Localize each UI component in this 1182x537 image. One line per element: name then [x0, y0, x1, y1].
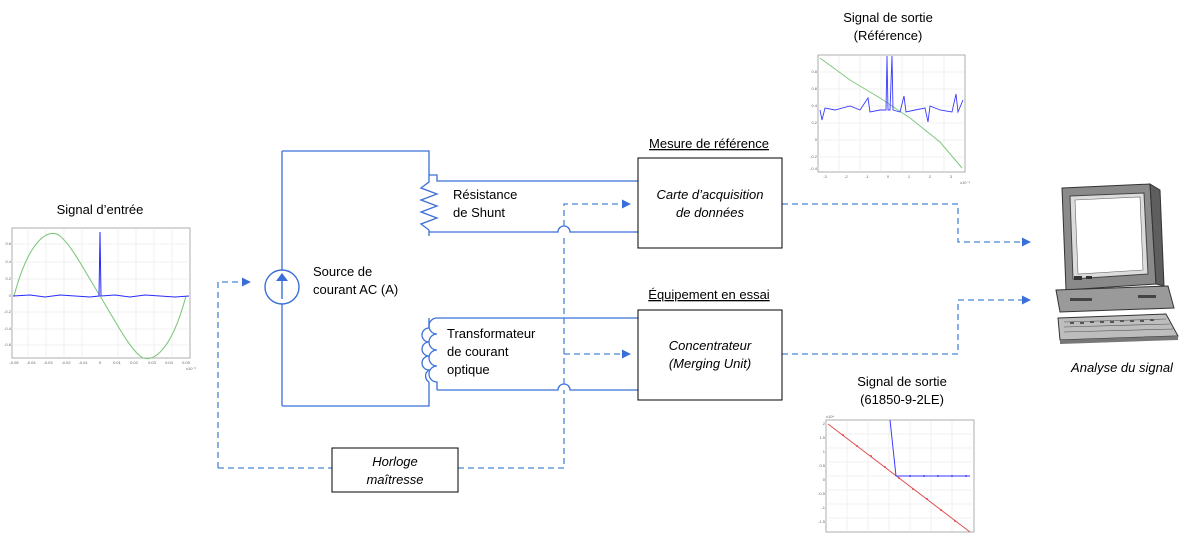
svg-text:2: 2 [823, 421, 826, 426]
shunt-label-line2: de Shunt [453, 205, 505, 220]
svg-text:0.01: 0.01 [113, 360, 122, 365]
svg-text:-1: -1 [865, 174, 869, 179]
svg-text:0.04: 0.04 [165, 360, 174, 365]
svg-text:0: 0 [9, 293, 12, 298]
input-signal-plot: 0.6 0.4 0.2 0 -0.2 -0.4 -0.6 -0.05 -0.04… [4, 227, 197, 371]
svg-text:-3: -3 [823, 174, 827, 179]
svg-text:-1.5: -1.5 [818, 519, 826, 524]
merging-unit-box [637, 309, 783, 401]
resistor-icon [419, 175, 439, 231]
master-clock-label-line2: maîtresse [366, 472, 423, 487]
svg-text:0.6: 0.6 [811, 86, 817, 91]
shunt-label-line1: Résistance [453, 187, 517, 202]
svg-text:-0.6: -0.6 [4, 342, 12, 347]
transformer-label-line2: de courant [447, 344, 509, 359]
dut-header: Équipement en essai [648, 287, 770, 302]
svg-text:0.6: 0.6 [5, 241, 11, 246]
svg-text:-0.04: -0.04 [26, 360, 36, 365]
svg-text:3: 3 [950, 174, 953, 179]
svg-text:-0.02: -0.02 [61, 360, 71, 365]
svg-text:0: 0 [823, 477, 826, 482]
source-label-line1: Source de [313, 264, 372, 279]
svg-text:0: 0 [815, 137, 818, 142]
svg-text:0.4: 0.4 [5, 259, 11, 264]
svg-text:0.5: 0.5 [819, 463, 825, 468]
svg-text:-1: -1 [821, 505, 825, 510]
svg-text:1: 1 [823, 449, 826, 454]
svg-text:0: 0 [887, 174, 890, 179]
computer-icon [1055, 183, 1179, 344]
merging-unit-label-line1: Concentrateur [669, 338, 752, 353]
svg-text:1: 1 [908, 174, 911, 179]
svg-text:-0.5: -0.5 [818, 491, 826, 496]
output-ref-title-line2: (Référence) [854, 28, 923, 43]
transformer-label-line1: Transformateur [447, 326, 536, 341]
input-signal-title: Signal d’entrée [57, 202, 144, 217]
svg-text:x10⁻⁴: x10⁻⁴ [960, 180, 971, 185]
master-clock-label-line1: Horloge [372, 454, 418, 469]
reference-header: Mesure de référence [649, 136, 769, 151]
svg-text:0.05: 0.05 [182, 360, 191, 365]
svg-text:0.03: 0.03 [148, 360, 157, 365]
acquisition-card-label-line1: Carte d’acquisition [657, 187, 764, 202]
master-clock-box [331, 447, 459, 493]
output-le-title-line2: (61850-9-2LE) [860, 392, 944, 407]
svg-text:x10⁴: x10⁴ [826, 414, 834, 419]
svg-text:x10⁻³: x10⁻³ [186, 366, 197, 371]
merging-unit-label-line2: (Merging Unit) [669, 356, 751, 371]
svg-text:-0.4: -0.4 [4, 326, 12, 331]
svg-text:-0.05: -0.05 [9, 360, 19, 365]
svg-text:-0.4: -0.4 [810, 166, 818, 171]
svg-text:-0.2: -0.2 [810, 154, 818, 159]
acquisition-card-label-line2: de données [676, 205, 744, 220]
sync-lines [217, 199, 1031, 469]
output-reference-plot: 0.8 0.6 0.4 0.2 0 -0.2 -0.4 -3 -2 -1 0 1… [810, 54, 971, 185]
output-ref-title-line1: Signal de sortie [843, 10, 933, 25]
svg-text:-0.03: -0.03 [43, 360, 53, 365]
output-le-title-line1: Signal de sortie [857, 374, 947, 389]
svg-text:0.8: 0.8 [811, 69, 817, 74]
svg-text:-2: -2 [844, 174, 848, 179]
coil-icon [421, 317, 438, 390]
svg-text:1.5: 1.5 [819, 435, 825, 440]
svg-text:2: 2 [929, 174, 932, 179]
current-source-icon [264, 269, 300, 305]
analysis-label: Analyse du signal [1070, 360, 1174, 375]
svg-text:0.2: 0.2 [5, 276, 11, 281]
output-le-plot: 2 1.5 1 0.5 0 -0.5 -1 -1.5 x10⁴ [818, 414, 975, 533]
svg-text:-0.01: -0.01 [78, 360, 88, 365]
transformer-label-line3: optique [447, 362, 490, 377]
source-label-line2: courant AC (A) [313, 282, 398, 297]
svg-text:0.4: 0.4 [811, 103, 817, 108]
svg-text:-0.2: -0.2 [4, 309, 12, 314]
svg-text:0: 0 [99, 360, 102, 365]
svg-text:0.2: 0.2 [811, 120, 817, 125]
acquisition-card-box [637, 157, 783, 249]
svg-text:0.02: 0.02 [130, 360, 139, 365]
